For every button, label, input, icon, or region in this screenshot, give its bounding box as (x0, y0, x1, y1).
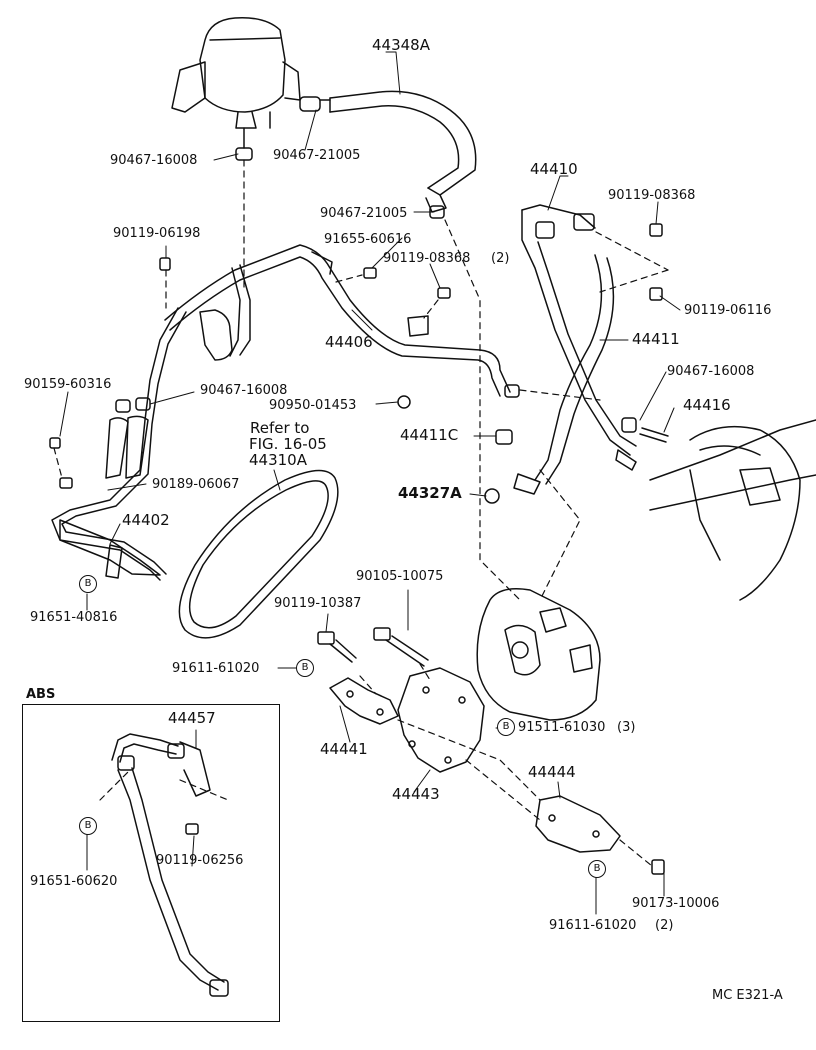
callout-badge-b: B (79, 817, 97, 835)
part-90119-06198-label: 90119-06198 (113, 226, 201, 241)
part-90467-16008-label: 90467-16008 (200, 383, 288, 398)
part-90173-10006-label: 90173-10006 (632, 896, 720, 911)
refer-note-line1: Refer to (250, 419, 310, 437)
part-44348A-label: 44348A (372, 36, 430, 54)
part-91655-60616-label: 91655-60616 (324, 232, 412, 247)
part-91511-61030-label: 91511-61030 (518, 720, 606, 735)
bracket-44441 (329, 677, 399, 725)
part-90467-21005-label: 90467-21005 (273, 148, 361, 163)
part-44410-label: 44410 (530, 160, 578, 178)
part-91611-61020-label: 91611-61020 (172, 661, 260, 676)
part-90189-06067-label: 90189-06067 (152, 477, 240, 492)
part-44411-label: 44411 (632, 330, 680, 348)
abs-inset-title: ABS (26, 687, 56, 702)
part-91651-40816-label: 91651-40816 (30, 610, 118, 625)
part-44416-label: 44416 (683, 396, 731, 414)
part-90950-01453-label: 90950-01453 (269, 398, 357, 413)
abs-hose-44457 (111, 733, 229, 997)
part-90159-60316-label: 90159-60316 (24, 377, 112, 392)
refer-note-line2: FIG. 16-05 (249, 435, 327, 453)
part-90119-10387-label: 90119-10387 (274, 596, 362, 611)
bolt-90105-10075 (373, 627, 429, 667)
pressure-hose-44410-44411 (513, 204, 637, 495)
part-90105-10075-label: 90105-10075 (356, 569, 444, 584)
part-90119-08368-label: 90119-08368 (383, 251, 471, 266)
steering-gear-box (649, 419, 816, 601)
part-44310A-label: 44310A (249, 451, 307, 469)
part-91611-61020-qty: (2) (655, 918, 674, 933)
dashed-assembly-lines (53, 159, 669, 867)
part-91511-61030-qty: (3) (617, 720, 636, 735)
part-90119-06256-label: 90119-06256 (156, 853, 244, 868)
bracket-44444 (535, 795, 621, 853)
part-90467-16008-label: 90467-16008 (110, 153, 198, 168)
bolt-90119-10387 (317, 631, 357, 663)
drive-belt-44310A (178, 469, 339, 639)
part-91611-61020-label: 91611-61020 (549, 918, 637, 933)
part-91651-60620-label: 91651-60620 (30, 874, 118, 889)
part-90119-08368-label: 90119-08368 (608, 188, 696, 203)
part-90119-08368-qty: (2) (491, 251, 510, 266)
part-44441-label: 44441 (320, 740, 368, 758)
abs-inset-frame (22, 704, 280, 1022)
callout-badge-b: B (497, 718, 515, 736)
part-90119-06116-label: 90119-06116 (684, 303, 772, 318)
bracket-44443 (397, 667, 485, 773)
reservoir-tank (171, 17, 301, 149)
power-steering-pump (476, 588, 601, 721)
part-44444-label: 44444 (528, 763, 576, 781)
leader-lines (59, 51, 681, 915)
part-44411C-label: 44411C (400, 426, 459, 444)
part-44402-label: 44402 (122, 511, 170, 529)
part-90467-21005-label: 90467-21005 (320, 206, 408, 221)
part-44443-label: 44443 (392, 785, 440, 803)
part-44457-label: 44457 (168, 709, 216, 727)
part-44327A-label: 44327A (398, 484, 462, 502)
return-tube-44406 (164, 244, 520, 398)
small-fasteners (49, 223, 669, 875)
part-90467-16008-label: 90467-16008 (667, 364, 755, 379)
figure-code: MC E321-A (712, 988, 783, 1003)
callout-badge-b: B (296, 659, 314, 677)
left-tube-assembly (51, 264, 251, 581)
part-44406-label: 44406 (325, 333, 373, 351)
callout-badge-b: B (588, 860, 606, 878)
callout-badge-b: B (79, 575, 97, 593)
